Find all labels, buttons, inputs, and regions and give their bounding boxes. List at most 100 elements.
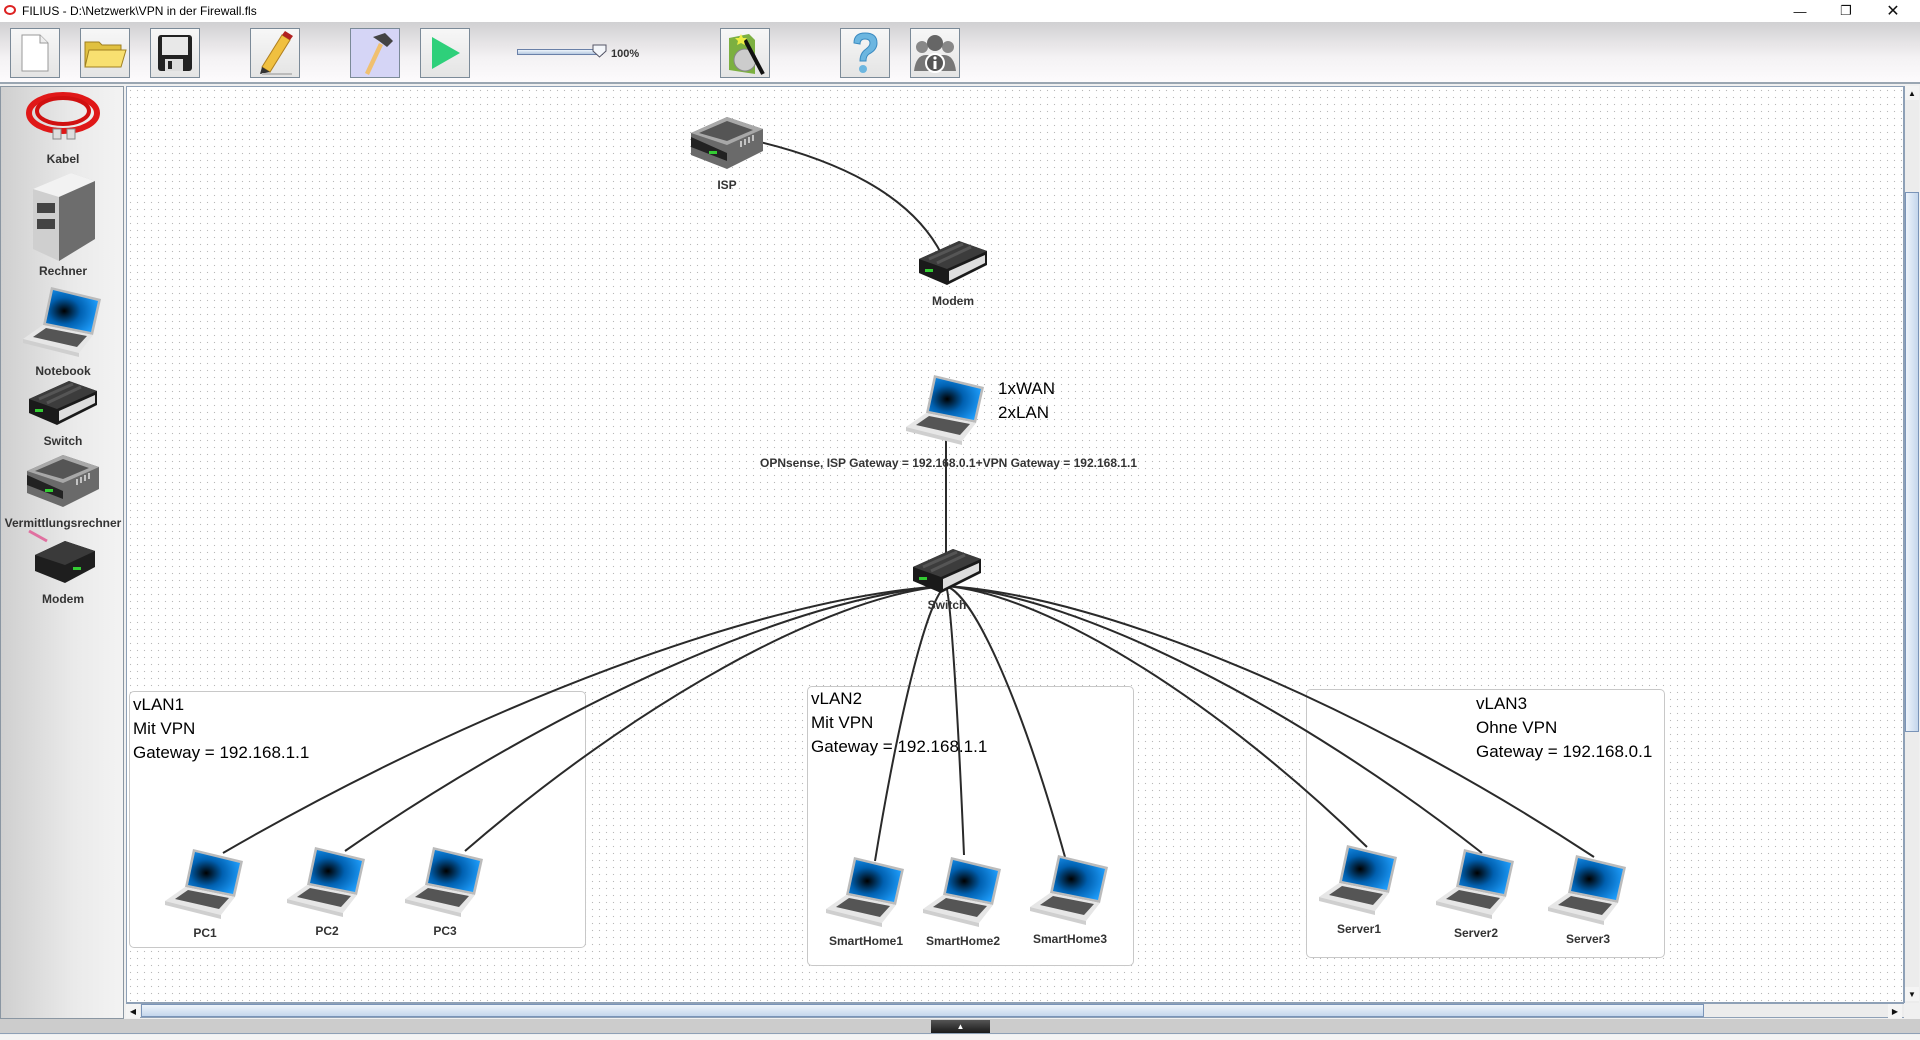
cable-switch-server2[interactable]	[945, 585, 1483, 854]
help-button[interactable]	[840, 28, 890, 78]
notebook-icon	[1319, 845, 1397, 915]
notebook-icon	[165, 849, 243, 919]
arrow-right-icon: ▶	[1891, 1006, 1899, 1016]
node-label: ISP	[717, 178, 737, 192]
node-label: Server2	[1453, 926, 1499, 940]
node-label: PC3	[433, 924, 457, 938]
node-opnsense[interactable]	[904, 369, 988, 452]
cable-switch-pc1[interactable]	[222, 585, 947, 854]
palette-item-notebook[interactable]: Notebook	[1, 281, 125, 378]
run-button[interactable]	[420, 28, 470, 78]
node-smarthome3[interactable]: SmartHome3	[1028, 849, 1112, 946]
scroll-left-button[interactable]: ◀	[126, 1004, 140, 1018]
palette-item-label: Rechner	[38, 264, 88, 278]
node-label: Server3	[1565, 932, 1611, 946]
palette-item-router[interactable]: Vermittlungsrechner	[1, 449, 125, 530]
horizontal-scroll-thumb[interactable]	[141, 1004, 1704, 1017]
filius-app-icon	[4, 5, 16, 15]
vertical-scrollbar[interactable]: ▲ ▼	[1904, 86, 1919, 1003]
node-modem[interactable]: Modem	[915, 237, 991, 308]
node-isp[interactable]: ISP	[687, 111, 767, 192]
cable-switch-smarthome2[interactable]	[945, 585, 965, 856]
palette-item-computer[interactable]: Rechner	[1, 169, 125, 278]
open-button[interactable]	[80, 28, 130, 78]
node-smarthome2[interactable]: SmartHome2	[921, 851, 1005, 948]
palette-item-modem[interactable]: Modem	[1, 527, 125, 606]
design-mode-button[interactable]	[250, 28, 300, 78]
router-icon	[690, 116, 764, 170]
cable-switch-server1[interactable]	[945, 585, 1368, 848]
window-title: FILIUS - D:\Netzwerk\VPN in der Firewall…	[22, 4, 257, 18]
node-label: SmartHome2	[925, 934, 1001, 948]
palette-item-label: Modem	[42, 592, 84, 606]
note-vlan2[interactable]: vLAN2 Mit VPN Gateway = 192.168.1.1	[811, 689, 988, 756]
minimize-button[interactable]: —	[1777, 0, 1823, 22]
node-label-opnsense: OPNsense, ISP Gateway = 192.168.0.1+VPN …	[760, 456, 1138, 470]
node-smarthome1[interactable]: SmartHome1	[824, 851, 908, 948]
cable-switch-server3[interactable]	[945, 585, 1595, 858]
cable-switch-pc2[interactable]	[344, 585, 947, 852]
node-label: SmartHome1	[828, 934, 904, 948]
scroll-down-button[interactable]: ▼	[1905, 987, 1919, 1001]
notebook-icon	[923, 857, 1001, 927]
arrow-down-icon: ▼	[1908, 989, 1916, 999]
cable-switch-pc3[interactable]	[464, 585, 947, 852]
computer-tower-icon	[33, 173, 95, 261]
node-switch[interactable]: Switch	[909, 545, 985, 612]
node-label: Switch	[927, 598, 967, 612]
zoom-slider-thumb[interactable]	[592, 44, 607, 58]
node-pc2[interactable]: PC2	[285, 841, 369, 938]
info-people-icon	[914, 35, 956, 73]
node-server3[interactable]: Server3	[1546, 849, 1630, 946]
cable-isp-modem[interactable]	[746, 138, 943, 256]
notebook-icon	[906, 375, 984, 445]
palette-item-switch[interactable]: Switch	[1, 377, 125, 448]
folder-icon	[84, 41, 127, 68]
vertical-scroll-thumb[interactable]	[1905, 192, 1919, 732]
question-mark-icon	[853, 32, 878, 73]
new-file-button[interactable]	[10, 28, 60, 78]
close-button[interactable]: ✕	[1870, 0, 1916, 22]
node-server1[interactable]: Server1	[1317, 839, 1401, 936]
node-label: Server1	[1336, 922, 1382, 936]
minimize-icon: —	[1793, 3, 1807, 19]
node-pc1[interactable]: PC1	[163, 843, 247, 940]
note-vlan3[interactable]: vLAN3 Ohne VPN Gateway = 192.168.0.1	[1476, 694, 1653, 761]
hammer-icon	[365, 33, 393, 75]
network-canvas[interactable]: ISP Modem OPNsense, ISP Gateway = 192.16…	[126, 86, 1904, 1003]
about-button[interactable]	[910, 28, 960, 78]
palette-item-cable[interactable]: Kabel	[1, 89, 125, 166]
scroll-right-button[interactable]: ▶	[1888, 1004, 1902, 1018]
software-wizard-button[interactable]	[720, 28, 770, 78]
note-opnsense-ports[interactable]: 1xWAN 2xLAN	[998, 379, 1055, 422]
cable-switch-smarthome3[interactable]	[945, 585, 1066, 858]
note-vlan1[interactable]: vLAN1 Mit VPN Gateway = 192.168.1.1	[133, 695, 310, 762]
arrow-up-icon: ▲	[1908, 88, 1916, 98]
notebook-icon	[1436, 849, 1514, 919]
palette-item-label: Switch	[43, 434, 83, 448]
notebook-icon	[826, 857, 904, 927]
expand-panel-button[interactable]: ▲	[931, 1020, 990, 1033]
cable-layer	[222, 138, 1595, 862]
arrow-up-icon: ▲	[956, 1022, 965, 1031]
restore-icon: ❐	[1840, 3, 1852, 18]
notebook-icon	[23, 287, 101, 357]
node-server2[interactable]: Server2	[1434, 843, 1518, 940]
close-icon: ✕	[1886, 3, 1900, 20]
horizontal-scrollbar[interactable]: ◀ ▶	[126, 1003, 1904, 1018]
node-pc3[interactable]: PC3	[403, 841, 487, 938]
save-button[interactable]	[150, 28, 200, 78]
scroll-up-button[interactable]: ▲	[1905, 86, 1919, 100]
cable-icon	[26, 92, 100, 140]
node-label: PC2	[315, 924, 339, 938]
palette-item-label: Vermittlungsrechner	[4, 516, 122, 530]
cable-switch-smarthome1[interactable]	[874, 585, 947, 862]
pencil-icon	[260, 31, 293, 75]
arrow-left-icon: ◀	[129, 1006, 137, 1016]
notebook-icon	[1030, 855, 1108, 925]
switch-icon	[911, 547, 983, 595]
action-mode-button[interactable]	[350, 28, 400, 78]
restore-button[interactable]: ❐	[1823, 0, 1869, 22]
zoom-slider-track[interactable]	[517, 49, 603, 55]
component-palette: Kabel Rechner Notebook Switch Vermittlun…	[0, 86, 124, 1019]
